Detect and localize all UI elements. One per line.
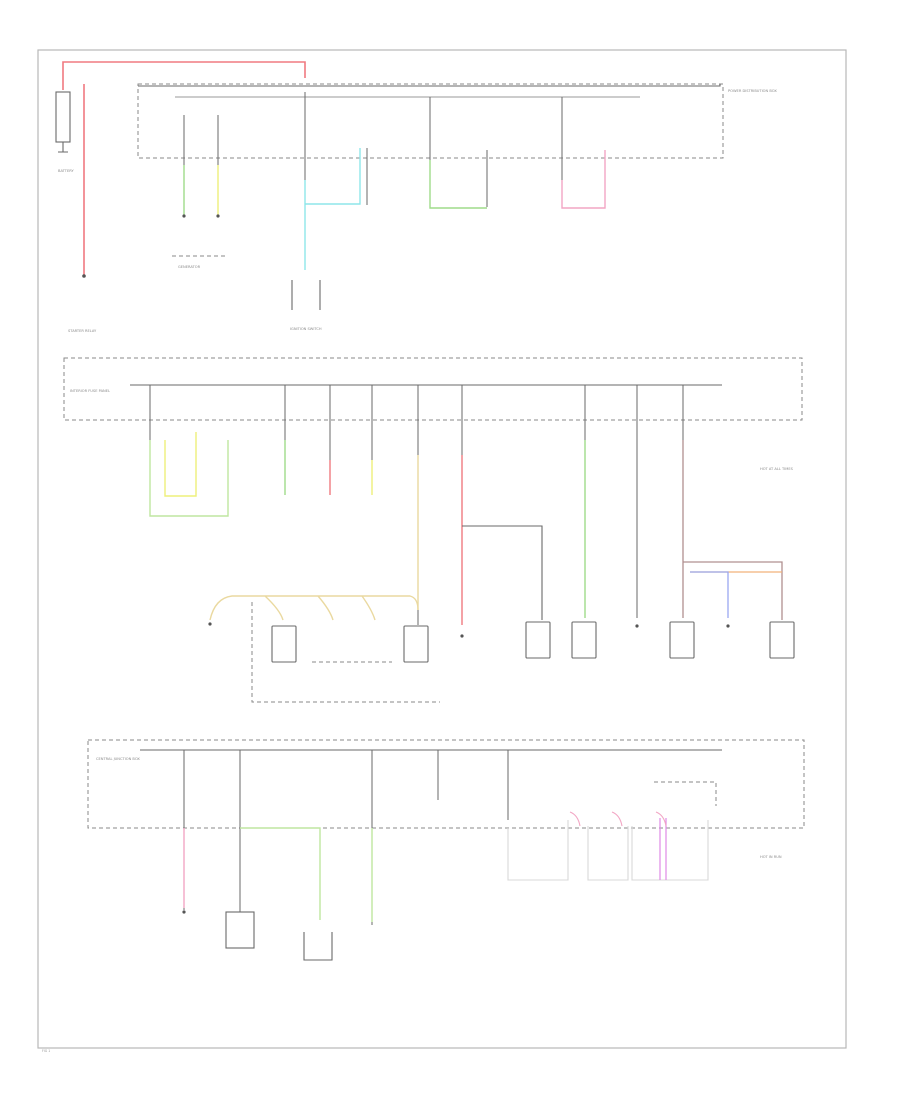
mid-wire-green-loop <box>149 440 229 517</box>
mid-components <box>208 602 795 703</box>
tan-jumper-bundle <box>209 595 419 621</box>
interior-fuse-panel-label: INTERIOR FUSE PANEL <box>70 389 110 393</box>
lamp-group-outline <box>507 820 709 881</box>
mid-wire-brown <box>682 440 783 620</box>
middle-section: INTERIOR FUSE PANEL <box>63 357 803 703</box>
top-wire-pink-loop <box>561 150 606 209</box>
hot-in-run-label: HOT IN RUN <box>760 855 782 859</box>
lamp-group-pink-hooks <box>569 811 667 827</box>
lower-section: CENTRAL JUNCTION BOX HOT IN RUN <box>87 739 805 961</box>
ignition-wire-cyan <box>304 148 361 270</box>
interior-fuse-panel <box>63 357 803 421</box>
diagram-frame <box>37 49 847 1049</box>
footer-label: FIG 1 <box>42 1049 50 1053</box>
battery-label: BATTERY <box>58 169 75 173</box>
low-wire-green-run <box>240 827 321 920</box>
starter-relay-label: STARTER RELAY <box>68 329 97 333</box>
top-section: BATTERY STARTER RELAY POWER DISTRIBUTION… <box>55 61 777 333</box>
central-junction-box-label: CENTRAL JUNCTION BOX <box>96 757 140 761</box>
hot-at-all-times-label: HOT AT ALL TIMES <box>760 467 794 471</box>
top-wire-green-loop <box>429 160 487 209</box>
central-junction-box <box>87 739 805 829</box>
generator-label: GENERATOR <box>178 265 201 269</box>
top-fuses <box>183 92 606 207</box>
power-distribution-box-label: POWER DISTRIBUTION BOX <box>728 89 777 93</box>
battery-feed-wire-red <box>62 61 306 90</box>
mid-wire-yellow-loop <box>164 432 197 497</box>
mid-wire-blue <box>690 571 729 618</box>
ignition-switch-label: IGNITION SWITCH <box>290 327 322 331</box>
power-distribution-box <box>137 83 724 159</box>
battery-symbol <box>55 91 71 143</box>
lamp-group-magenta <box>659 818 667 880</box>
